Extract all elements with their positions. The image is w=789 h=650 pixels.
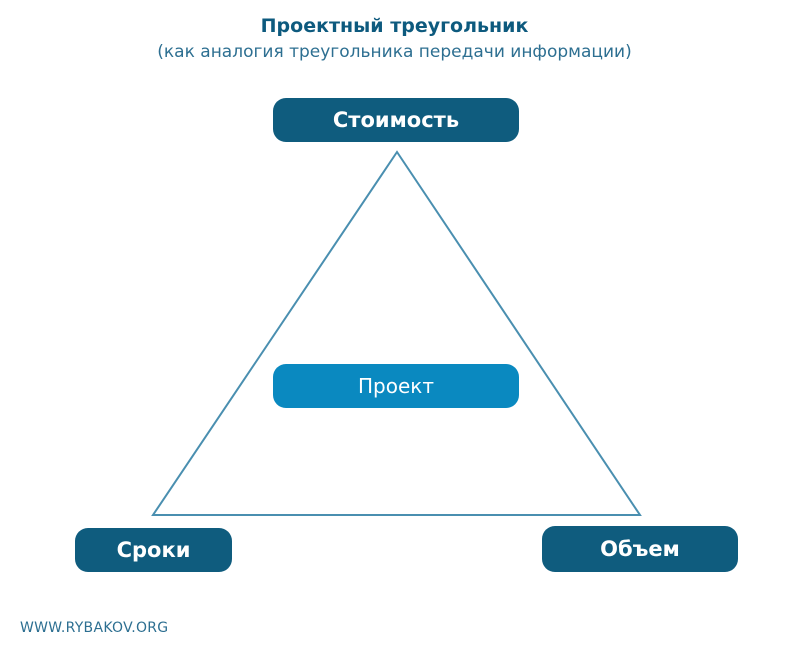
diagram-subtitle: (как аналогия треугольника передачи инфо… [157, 42, 632, 62]
diagram-title: Проектный треугольник [260, 15, 529, 37]
node-project: Проект [273, 364, 519, 408]
triangle-outline [151, 150, 642, 516]
node-cost: Стоимость [273, 98, 519, 142]
node-scope: Объем [542, 526, 738, 572]
site-url: WWW.RYBAKOV.ORG [20, 620, 169, 636]
node-time: Сроки [75, 528, 232, 572]
